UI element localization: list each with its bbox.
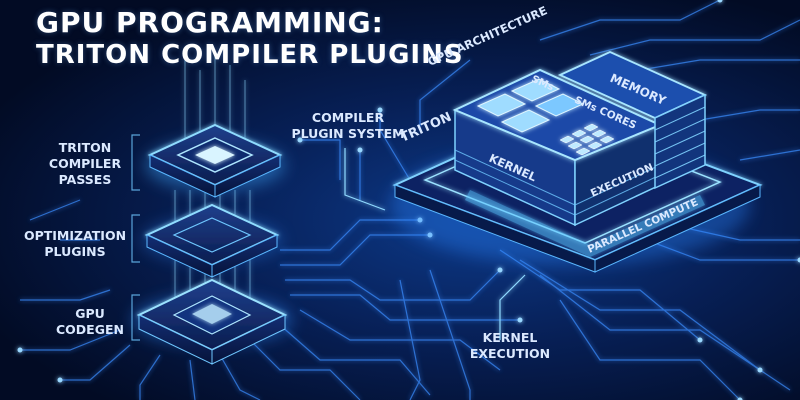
label-line: COMPILER xyxy=(48,156,122,171)
label-line: PLUGINS xyxy=(44,244,106,259)
label-line: KERNEL xyxy=(482,330,538,345)
label-line: EXECUTION xyxy=(469,346,551,361)
compiler-passes-chip xyxy=(145,123,285,198)
label-line: PLUGIN SYSTEM xyxy=(291,126,405,141)
label-line: CODEGEN xyxy=(56,322,124,337)
optimization-plugins-plate xyxy=(142,203,282,278)
page-title-line2: TRITON COMPILER PLUGINS xyxy=(36,40,464,70)
optimization-plugins-label: OPTIMIZATION PLUGINS xyxy=(20,228,130,260)
label-line: OPTIMIZATION xyxy=(23,228,127,243)
circuit-traces xyxy=(20,0,800,400)
cores-grid xyxy=(559,123,615,156)
gpu-codegen-plate xyxy=(132,278,292,365)
triton-compiler-passes-label: TRITON COMPILER PASSES xyxy=(40,140,130,188)
kernel-execution-label: KERNEL EXECUTION xyxy=(460,330,560,362)
label-line: GPU xyxy=(75,306,105,321)
label-line: COMPILER xyxy=(311,110,385,125)
label-line: TRITON xyxy=(58,140,112,155)
gpu-block xyxy=(390,51,763,273)
compiler-plugin-system-label: COMPILER PLUGIN SYSTEM xyxy=(288,110,408,142)
callout-leaders xyxy=(344,148,526,340)
gpu-codegen-label: GPU CODEGEN xyxy=(50,306,130,338)
page-title-line1: GPU PROGRAMMING: xyxy=(36,6,384,39)
label-line: PASSES xyxy=(58,172,112,187)
label-brackets xyxy=(131,134,140,341)
